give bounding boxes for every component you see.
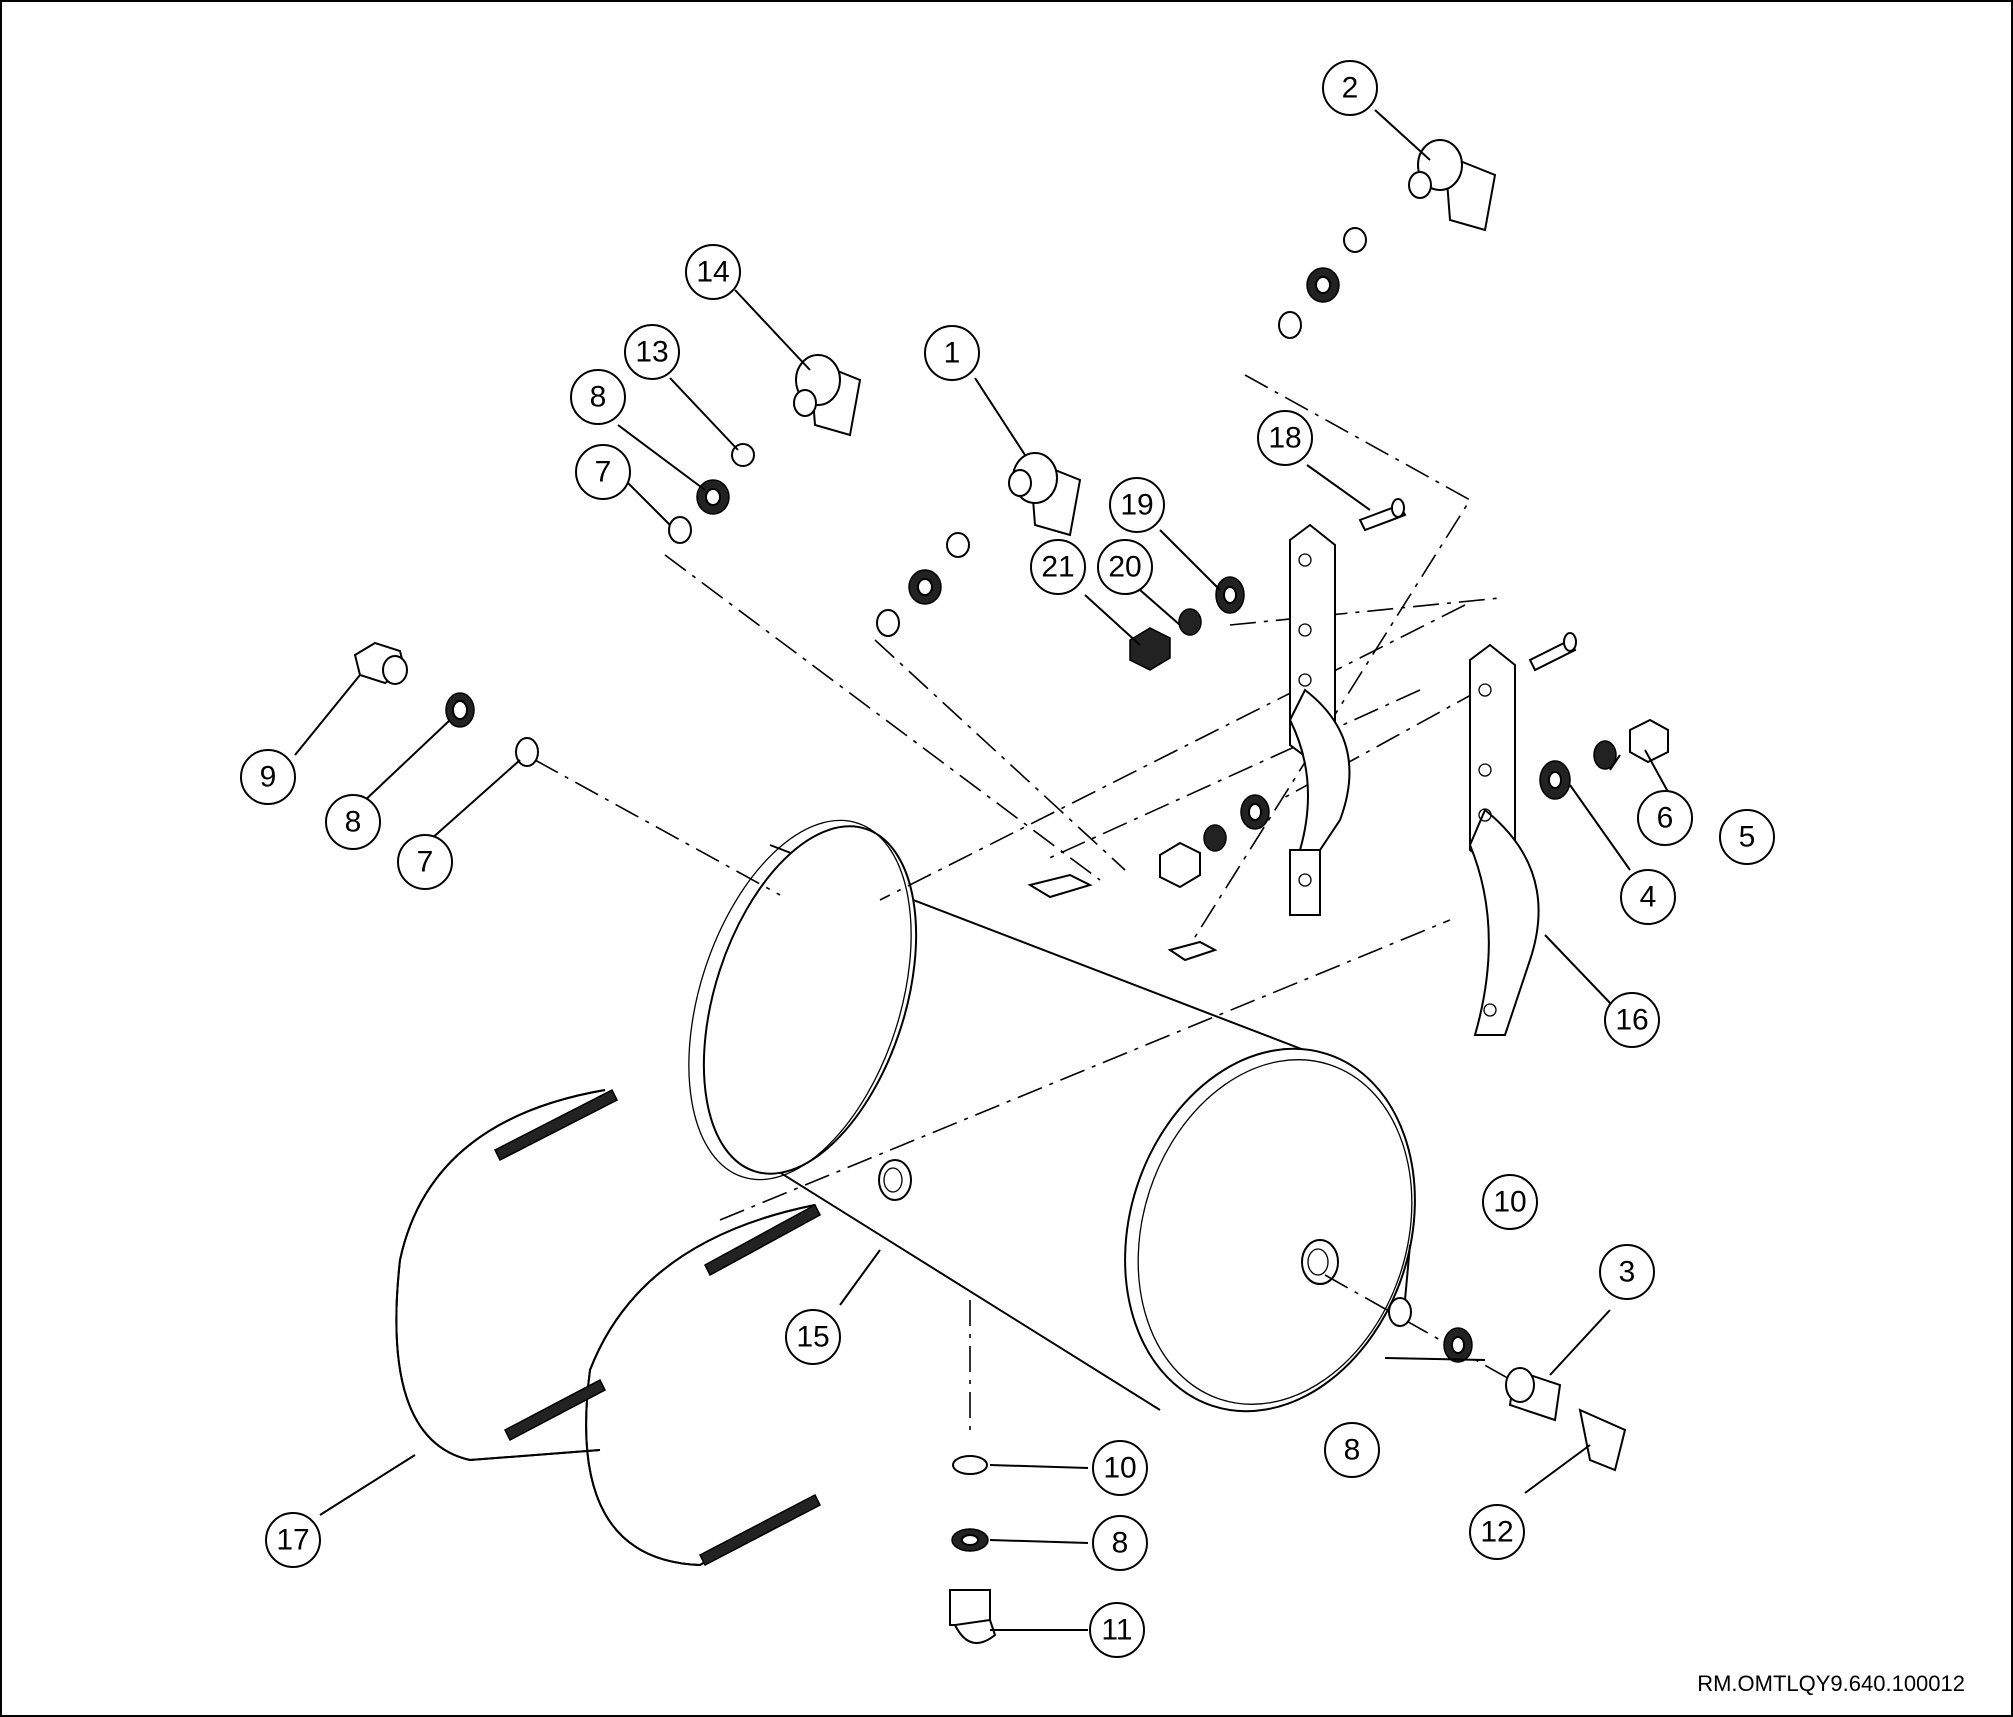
callout-label: 6 [1657, 802, 1674, 835]
callout-label: 19 [1120, 489, 1153, 522]
callout-label: 8 [1112, 1527, 1129, 1560]
callout-2: 2 [1322, 60, 1378, 116]
callout-9: 9 [240, 749, 296, 805]
callout-label: 3 [1619, 1256, 1636, 1289]
callout-4: 4 [1620, 869, 1676, 925]
callout-label: 11 [1101, 1614, 1132, 1647]
callout-16: 16 [1604, 992, 1660, 1048]
callout-label: 10 [1103, 1452, 1136, 1485]
callout-6: 6 [1637, 790, 1693, 846]
tank-straps [395, 1088, 822, 1567]
callout-label: 7 [417, 846, 434, 879]
callout-label: 10 [1493, 1186, 1526, 1219]
callout-label: 7 [595, 456, 612, 489]
callout-13: 13 [624, 324, 680, 380]
callout-8-right: 8 [1324, 1422, 1380, 1478]
callout-12: 12 [1469, 1504, 1525, 1560]
callout-label: 8 [1344, 1434, 1361, 1467]
assembly-leader-lines [534, 374, 1521, 1430]
callout-10-bottom: 10 [1092, 1440, 1148, 1496]
bracket-left [1288, 523, 1351, 916]
callout-label: 14 [696, 256, 729, 289]
callout-21: 21 [1030, 539, 1086, 595]
callout-label: 15 [796, 1321, 829, 1354]
callout-14: 14 [685, 244, 741, 300]
callout-5: 5 [1719, 809, 1775, 865]
callout-label: 21 [1041, 551, 1074, 584]
fittings [353, 139, 1669, 1644]
callout-18: 18 [1257, 410, 1313, 466]
callout-3: 3 [1599, 1244, 1655, 1300]
callout-label: 8 [345, 806, 362, 839]
callout-label: 18 [1268, 422, 1301, 455]
callout-17: 17 [265, 1512, 321, 1568]
callout-label: 16 [1615, 1004, 1648, 1037]
callout-8-bottom: 8 [1092, 1515, 1148, 1571]
callout-20: 20 [1097, 539, 1153, 595]
callout-8-upper: 8 [570, 369, 626, 425]
callout-leaders [294, 109, 1679, 1631]
callout-15: 15 [785, 1309, 841, 1365]
air-tank [688, 819, 1416, 1413]
callout-10-right: 10 [1482, 1174, 1538, 1230]
callout-label: 1 [944, 337, 961, 370]
callout-label: 13 [635, 336, 668, 369]
callout-label: 5 [1739, 821, 1756, 854]
callout-label: 9 [260, 761, 277, 794]
callout-19: 19 [1109, 477, 1165, 533]
callout-8-left: 8 [325, 794, 381, 850]
callout-label: 8 [590, 381, 607, 414]
callout-7-upper: 7 [575, 444, 631, 500]
callout-label: 4 [1640, 881, 1657, 914]
bracket-right [1468, 643, 1540, 1036]
callout-11: 11 [1089, 1602, 1145, 1658]
callout-label: 20 [1108, 551, 1141, 584]
document-reference: RM.OMTLQY9.640.100012 [1697, 1671, 1965, 1696]
callout-label: 12 [1480, 1516, 1513, 1549]
callout-1: 1 [924, 325, 980, 381]
callout-label: 17 [276, 1524, 309, 1557]
callout-label: 2 [1342, 72, 1359, 105]
callout-7-left: 7 [397, 834, 453, 890]
